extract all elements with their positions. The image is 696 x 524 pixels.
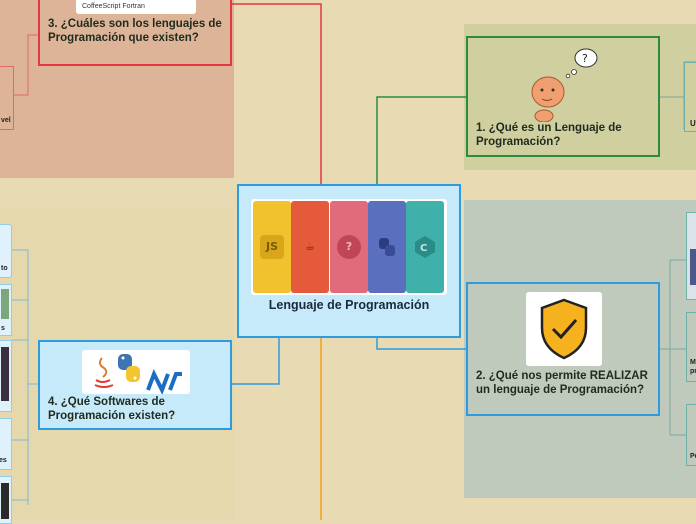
svg-text:?: ? <box>582 52 588 65</box>
topic-title-q3: 3. ¿Cuáles son los lenguajes de Programa… <box>48 18 222 44</box>
connector-q4-children <box>12 249 40 505</box>
shield-check-icon <box>540 298 588 360</box>
q4-child-2-image <box>1 289 9 319</box>
python-icon <box>118 354 140 382</box>
language-tiles: JS ☕ ? C <box>251 199 447 295</box>
connector-q2 <box>376 338 466 350</box>
q2-child-3-label: Pe <box>690 453 696 460</box>
connector-q3-children <box>12 34 40 96</box>
q4-child-5-image <box>1 483 9 519</box>
q2-child-1[interactable] <box>686 212 696 300</box>
central-title: Lenguaje de Programación <box>268 298 430 312</box>
logo-strip-text: CoffeeScript Fortran <box>82 3 145 10</box>
connector-q1 <box>376 96 466 184</box>
q4-child-1-label: to <box>1 265 8 272</box>
q4-child-2[interactable]: s <box>0 284 12 336</box>
question-icon: ? <box>337 235 361 259</box>
q3-child-label: vel <box>1 117 11 124</box>
q4-child-5[interactable] <box>0 476 12 524</box>
python-icon <box>375 235 399 259</box>
java-icon: ☕ <box>305 240 315 253</box>
java-icon <box>94 357 114 388</box>
thinking-baby-icon: ? <box>531 48 598 122</box>
shield-image <box>526 292 602 366</box>
q2-child-1-image <box>690 249 696 285</box>
tile-js: JS <box>253 201 291 293</box>
tile-python <box>368 201 406 293</box>
connector-q3 <box>231 3 322 184</box>
js-icon: JS <box>260 235 284 259</box>
topic-title-q2: 2. ¿Qué nos permite REALIZAR un lenguaje… <box>476 370 648 396</box>
tile-unknown: ? <box>330 201 368 293</box>
svg-text:C: C <box>420 243 427 254</box>
q2-child-2-label-a: M <box>690 359 696 366</box>
software-logos <box>94 354 182 395</box>
q4-child-3-image <box>1 347 9 401</box>
topic-title-q1: 1. ¿Qué es un Lenguaje de Programación? <box>476 122 622 148</box>
connector-q4 <box>232 338 280 385</box>
q4-child-4-label: es <box>0 457 7 464</box>
topic-card-q3[interactable]: CoffeeScript Fortran 3. ¿Cuáles son los … <box>38 0 232 66</box>
software-logos-image <box>82 350 190 395</box>
central-node[interactable]: JS ☕ ? C Lenguaje de Programación <box>237 184 461 338</box>
q3-child-partial[interactable]: vel <box>0 66 14 130</box>
topic-card-q1[interactable]: ? 1. ¿Qué es un Lenguaje de Programación… <box>466 36 660 157</box>
q2-child-3[interactable]: Pe <box>686 404 696 466</box>
tile-java: ☕ <box>291 201 329 293</box>
q2-child-2[interactable]: M pr <box>686 312 696 382</box>
topic-card-q2[interactable]: 2. ¿Qué nos permite REALIZAR un lenguaje… <box>466 282 660 416</box>
q2-child-2-label-b: pr <box>690 368 696 375</box>
q4-child-2-label: s <box>1 325 5 332</box>
q1-child-label: U <box>690 119 696 128</box>
topic-title-q4: 4. ¿Qué Softwares de Programación existe… <box>48 396 176 422</box>
tile-csharp: C <box>406 201 444 293</box>
q4-child-3[interactable] <box>0 340 12 412</box>
language-logos-image: CoffeeScript Fortran <box>76 0 196 14</box>
q4-child-1[interactable]: to <box>0 224 12 278</box>
q1-child-partial[interactable]: U <box>684 62 696 132</box>
connector-q2-children <box>659 259 686 436</box>
q4-child-4[interactable]: es <box>0 418 12 470</box>
topic-card-q4[interactable]: 4. ¿Qué Softwares de Programación existe… <box>38 340 232 430</box>
csharp-icon: C <box>413 235 437 259</box>
dotnet-icon <box>146 369 182 395</box>
